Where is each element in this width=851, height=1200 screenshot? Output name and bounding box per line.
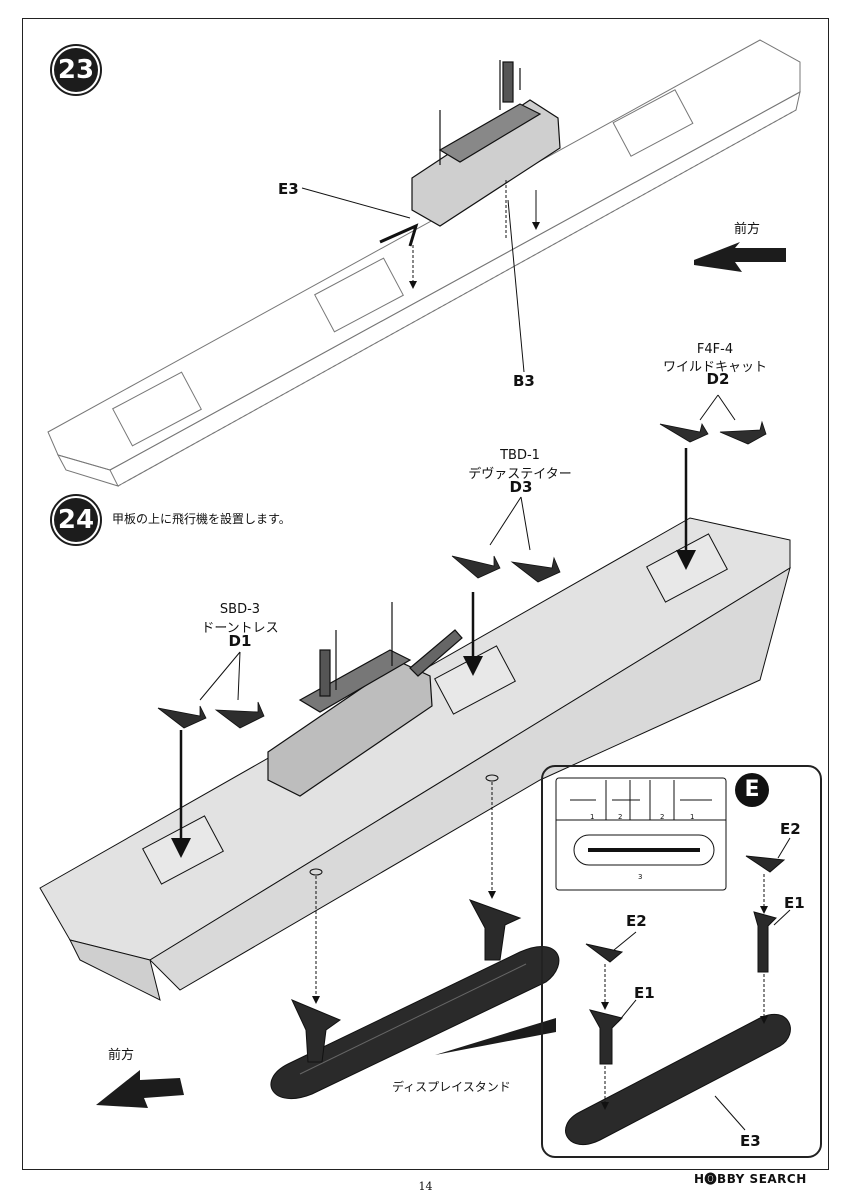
page-frame bbox=[22, 18, 829, 1170]
tbd-name-label: デヴァステイター bbox=[468, 467, 572, 482]
forward-label-top: 前方 bbox=[734, 222, 761, 237]
part-label-e1-left: E1 bbox=[634, 984, 655, 1002]
aircraft-group bbox=[157, 420, 767, 729]
step24-island bbox=[267, 602, 463, 797]
f4f-name-label: ワイルドキャット bbox=[662, 360, 768, 375]
part-label-e3-step23: E3 bbox=[278, 180, 299, 198]
part-label-e3-inset: E3 bbox=[740, 1132, 761, 1150]
watermark: H🅞BBY SEARCH bbox=[694, 1172, 807, 1186]
sprue-e-diagram bbox=[555, 777, 727, 891]
install-arrows bbox=[171, 448, 696, 858]
step-23-marker: 23 bbox=[50, 44, 102, 96]
f4f-model-label: F4F-4 bbox=[696, 342, 734, 357]
stand-pointer bbox=[435, 1018, 556, 1055]
tbd-part-label: D3 bbox=[509, 478, 533, 496]
display-stand bbox=[270, 899, 560, 1100]
sprue-number-3: 3 bbox=[638, 873, 643, 881]
part-label-b3: B3 bbox=[513, 372, 535, 390]
sprue-letter-badge: E bbox=[735, 773, 769, 807]
sprue-number-2b: 2 bbox=[660, 813, 665, 821]
forward-arrow-bottom bbox=[96, 1070, 184, 1108]
forward-arrow-top bbox=[694, 242, 786, 272]
sprue-e-inset bbox=[541, 765, 822, 1158]
aircraft-leaders bbox=[199, 394, 736, 701]
sprue-number-2a: 2 bbox=[618, 813, 623, 821]
part-label-e1-right: E1 bbox=[784, 894, 805, 912]
sbd-model-label: SBD-3 bbox=[219, 602, 261, 617]
page-number: 14 bbox=[418, 1180, 433, 1193]
inset-parts bbox=[565, 855, 791, 1146]
f4f-part-label: D2 bbox=[706, 370, 730, 388]
stand-leaders bbox=[309, 774, 499, 1004]
step23-island bbox=[411, 60, 561, 227]
sprue-number-1b: 1 bbox=[690, 813, 695, 821]
inset-arrows bbox=[601, 874, 768, 1110]
step-24-instruction: 甲板の上に飛行機を設置します。 bbox=[112, 512, 291, 526]
part-label-e2-right: E2 bbox=[780, 820, 801, 838]
forward-label-bottom: 前方 bbox=[108, 1048, 135, 1063]
display-stand-label: ディスプレイスタンド bbox=[392, 1080, 511, 1094]
step23-part-callouts bbox=[301, 180, 540, 373]
sprue-number-1a: 1 bbox=[590, 813, 595, 821]
inset-leaders bbox=[613, 837, 791, 1131]
step24-ship bbox=[39, 517, 791, 1001]
sbd-name-label: ドーントレス bbox=[201, 621, 279, 636]
part-label-e2-left: E2 bbox=[626, 912, 647, 930]
tbd-model-label: TBD-1 bbox=[500, 448, 540, 463]
step-24-marker: 24 bbox=[50, 494, 102, 546]
sbd-part-label: D1 bbox=[228, 632, 252, 650]
step23-ship-outline bbox=[47, 39, 801, 487]
